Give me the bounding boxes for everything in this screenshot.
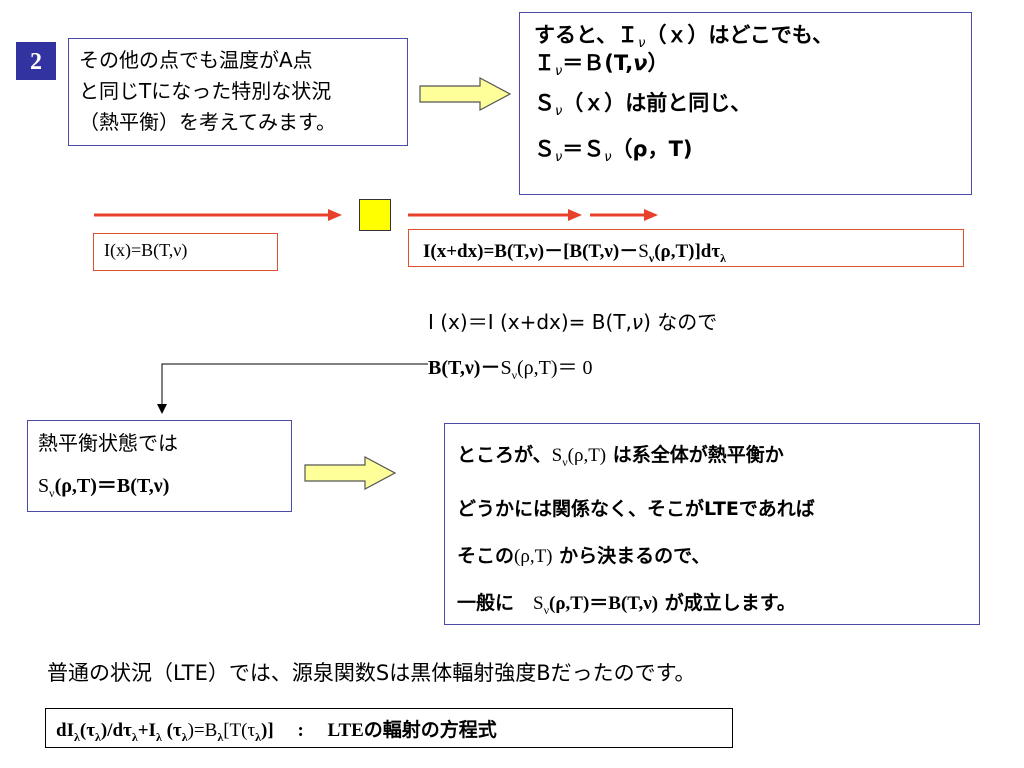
intro-line-2: と同じTになった特別な状況 [79, 79, 332, 103]
equilibrium-box: 熱平衡状態では Sν(ρ,T)＝B(T,ν) [27, 420, 292, 512]
however-line-4: 一般に Sν(ρ,T)＝B(T,ν) が成立します。 [457, 591, 796, 617]
however-line-1: ところが、Sν(ρ,T) は系全体が熱平衡か [457, 444, 784, 469]
intro-line-3: （熱平衡）を考えてみます。 [79, 110, 336, 134]
conclusion-text: 普通の状況（LTE）では、源泉関数Sは黒体輻射強度Bだったのです。 [47, 661, 696, 685]
condition-line-1: I (x)＝I (x+dx)= B(T,ν) なので [428, 310, 718, 334]
yellow-arrow-mid-icon [304, 456, 397, 490]
intro-line-1: その他の点でも温度がA点 [79, 48, 313, 72]
however-line-3: そこの(ρ,T) から決まるので、 [457, 544, 711, 567]
red-arrow-left-icon [94, 209, 342, 221]
condition-line-2: B(T,ν)－Sν(ρ,T)＝ 0 [428, 357, 593, 382]
volume-element-cube [359, 199, 391, 231]
left-equation: I(x)=B(T,ν) [104, 240, 188, 260]
result-box: すると、Ｉν（ｘ）はどこでも、 Ｉν＝Ｂ(T,ν） Ｓν（ｘ）は前と同じ、 Ｓν… [519, 12, 972, 195]
equilibrium-label: 熱平衡状態では [38, 431, 178, 455]
however-box: ところが、Sν(ρ,T) は系全体が熱平衡か どうかには関係なく、そこがLTEで… [444, 423, 980, 625]
connector-arrow-icon [157, 363, 428, 414]
yellow-arrow-top-icon [419, 77, 512, 111]
result-line-1: すると、Ｉν（ｘ）はどこでも、 [534, 23, 834, 52]
slide-number-badge: 2 [16, 42, 56, 80]
result-line-3: Ｓν（ｘ）は前と同じ、 [534, 91, 752, 120]
slide-number: 2 [30, 49, 42, 75]
intro-box: その他の点でも温度がA点 と同じTになった特別な状況 （熱平衡）を考えてみます。 [68, 38, 408, 146]
left-equation-box: I(x)=B(T,ν) [93, 233, 278, 271]
result-line-4: Ｓν＝Ｓν（ρ，T) [534, 137, 693, 166]
however-line-2: どうかには関係なく、そこがLTEであれば [457, 497, 815, 520]
red-arrow-mid-icon [408, 209, 582, 221]
right-equation-box: I(x+dx)=B(T,ν)－[B(T,ν)－Sν(ρ,T)]dτλ [408, 229, 964, 267]
lte-equation-box: dIλ(τλ)/dτλ+Iλ (τλ)=Bλ[T(τλ)] : LTEの輻射の方… [45, 708, 733, 748]
equilibrium-equation: Sν(ρ,T)＝B(T,ν) [38, 475, 170, 500]
result-line-2: Ｉν＝Ｂ(T,ν） [534, 51, 669, 80]
red-arrow-right-icon [590, 209, 658, 221]
